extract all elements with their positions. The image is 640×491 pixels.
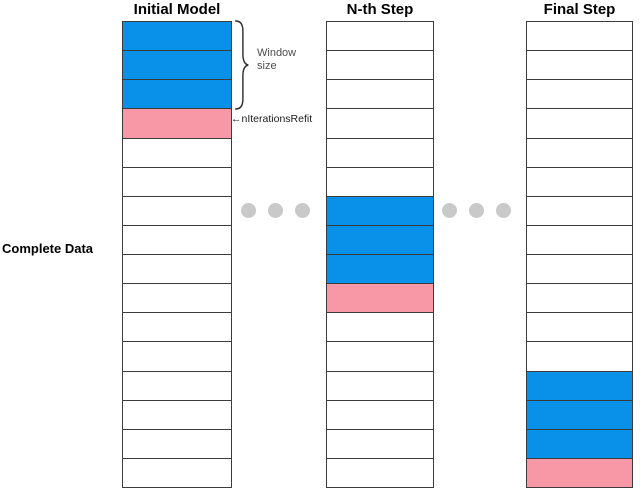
cell-refit — [123, 109, 231, 139]
cell-empty — [527, 196, 632, 226]
ellipsis-dot — [442, 203, 457, 218]
ellipsis-dot — [295, 203, 310, 218]
ellipsis-dot — [241, 203, 256, 218]
cell-empty — [327, 80, 433, 110]
cell-empty — [327, 167, 433, 197]
cell-window — [123, 51, 231, 81]
cell-empty — [123, 225, 231, 255]
cell-empty — [123, 167, 231, 197]
column-title-nth-step: N-th Step — [346, 1, 414, 18]
cell-empty — [527, 80, 632, 110]
complete-data-label: Complete Data — [2, 241, 94, 256]
column-nth-step: N-th Step — [326, 1, 434, 488]
cell-window — [327, 255, 433, 285]
cell-refit — [327, 284, 433, 314]
data-column-initial-model — [122, 21, 232, 488]
cell-window — [327, 196, 433, 226]
ellipsis-dot — [268, 203, 283, 218]
column-title-initial-model: Initial Model — [133, 1, 221, 18]
window-size-line1: Window — [257, 47, 297, 59]
window-size-brace-icon — [234, 20, 249, 110]
niterations-refit-label: ←nIterationsRefit — [231, 113, 313, 125]
cell-empty — [327, 342, 433, 372]
cell-refit — [527, 458, 632, 487]
cell-window — [527, 429, 632, 459]
cell-empty — [123, 284, 231, 314]
cell-empty — [327, 22, 433, 52]
column-initial-model: Initial Model — [122, 1, 232, 488]
cell-window — [327, 225, 433, 255]
cell-empty — [327, 371, 433, 401]
cell-window — [527, 400, 632, 430]
cell-empty — [123, 371, 231, 401]
cell-empty — [327, 400, 433, 430]
cell-empty — [527, 51, 632, 81]
cell-empty — [327, 429, 433, 459]
cell-empty — [327, 458, 433, 487]
cell-empty — [327, 138, 433, 168]
cell-window — [527, 371, 632, 401]
ellipsis-dot — [496, 203, 511, 218]
cell-empty — [123, 342, 231, 372]
cell-empty — [527, 255, 632, 285]
cell-empty — [327, 51, 433, 81]
data-column-nth-step — [326, 21, 434, 488]
cell-empty — [123, 458, 231, 487]
ellipsis-right-group — [442, 203, 511, 218]
window-size-label: Window size — [257, 47, 296, 73]
cell-window — [123, 80, 231, 110]
cell-empty — [527, 167, 632, 197]
cell-empty — [123, 196, 231, 226]
window-size-line2: size — [257, 60, 277, 72]
column-final-step: Final Step — [526, 1, 633, 488]
ellipsis-dot — [469, 203, 484, 218]
cell-empty — [123, 400, 231, 430]
cell-empty — [527, 225, 632, 255]
cell-empty — [123, 429, 231, 459]
data-column-final-step — [526, 21, 633, 488]
cell-window — [123, 22, 231, 52]
cell-empty — [123, 313, 231, 343]
cell-empty — [327, 313, 433, 343]
cell-empty — [527, 138, 632, 168]
cell-empty — [527, 342, 632, 372]
ellipsis-left-group — [241, 203, 310, 218]
cell-empty — [123, 138, 231, 168]
cell-empty — [527, 313, 632, 343]
cell-empty — [527, 109, 632, 139]
cell-empty — [123, 255, 231, 285]
cell-empty — [527, 22, 632, 52]
cell-empty — [327, 109, 433, 139]
column-title-final-step: Final Step — [543, 1, 616, 18]
cell-empty — [527, 284, 632, 314]
